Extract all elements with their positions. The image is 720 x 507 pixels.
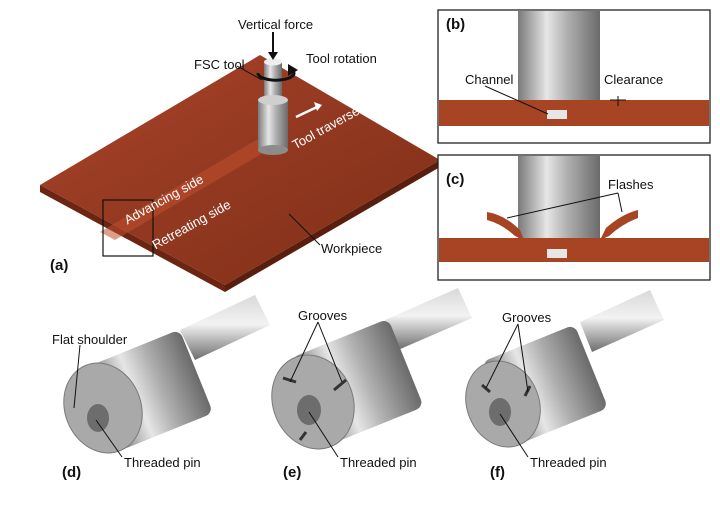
flash-right <box>600 210 638 240</box>
threaded-pin-d-label: Threaded pin <box>124 455 201 470</box>
workpiece-label: Workpiece <box>321 241 383 256</box>
clearance-label: Clearance <box>604 72 664 87</box>
grooves-e-label: Grooves <box>298 308 348 323</box>
pin-f <box>489 398 511 426</box>
fsc-tool <box>258 58 288 155</box>
workpiece-plate <box>40 55 440 292</box>
vertical-force-label: Vertical force <box>238 17 314 32</box>
flashes-label: Flashes <box>608 177 654 192</box>
flat-shoulder-label: Flat shoulder <box>52 332 128 347</box>
panel-f-label: (f) <box>490 464 505 481</box>
panel-b-workpiece <box>439 100 709 126</box>
panel-b-tool <box>518 11 600 101</box>
tool-e <box>271 288 472 450</box>
tool-rotation-label: Tool rotation <box>306 51 377 66</box>
channel-label: Channel <box>465 72 514 87</box>
weld-detail-box <box>102 199 154 257</box>
pin-d <box>87 404 109 432</box>
grooves-f-label: Grooves <box>502 310 552 325</box>
fsc-tool-label: FSC tool <box>194 57 245 72</box>
panel-b-label: (b) <box>446 16 466 33</box>
panel-c-label: (c) <box>446 171 465 188</box>
tool-f <box>465 290 664 448</box>
traverse-arrow <box>295 105 318 119</box>
rotation-arrow <box>256 68 296 82</box>
pin-e <box>297 395 321 425</box>
threaded-pin-f-label: Threaded pin <box>530 455 607 470</box>
panel-a-label: (a) <box>50 257 69 274</box>
panel-c-tool <box>518 156 600 238</box>
panel-d-label: (d) <box>62 464 82 481</box>
panel-e-label: (e) <box>283 464 302 481</box>
panel-c-workpiece <box>439 238 709 262</box>
flash-left <box>487 212 524 240</box>
tool-d <box>63 295 270 454</box>
threaded-pin-e-label: Threaded pin <box>340 455 417 470</box>
